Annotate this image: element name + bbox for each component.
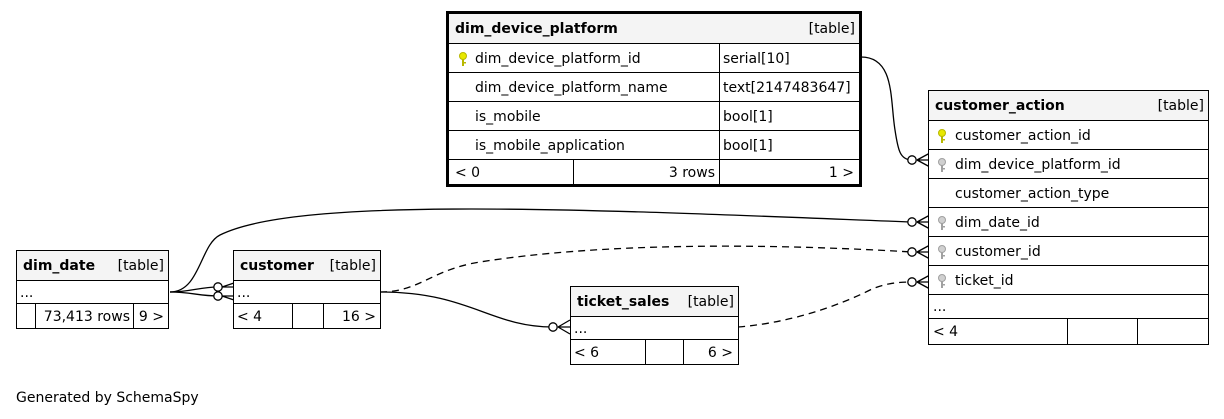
zero-marker-6: [213, 291, 223, 301]
column-row[interactable]: dim_device_platform_id serial[10]: [449, 43, 859, 73]
row-count: 73,413 rows: [43, 308, 130, 325]
column-row[interactable]: ticket_id: [929, 265, 1208, 295]
table-footer: 73,413 rows 9 >: [17, 303, 168, 329]
ellipsis-row: ...: [571, 316, 738, 340]
zero-marker-1: [907, 155, 917, 165]
column-name: dim_device_platform_id: [475, 50, 641, 67]
zero-marker-5: [213, 282, 223, 292]
parents-link[interactable]: < 0: [455, 164, 481, 181]
table-type: [table]: [687, 293, 734, 310]
crowfoot-2: [916, 214, 931, 230]
primary-key-icon: [457, 44, 469, 73]
crowfoot-1: [916, 152, 931, 168]
column-name: ticket_id: [955, 272, 1014, 289]
table-name: dim_date: [23, 257, 96, 274]
children-link[interactable]: 9 >: [138, 308, 164, 325]
table-footer: < 4 16 >: [234, 303, 380, 329]
column-name: dim_date_id: [955, 214, 1040, 231]
parents-link[interactable]: < 4: [237, 308, 263, 325]
table-type: [table]: [808, 20, 855, 37]
zero-marker-4: [907, 277, 917, 287]
children-link[interactable]: 6 >: [707, 344, 733, 361]
parents-link[interactable]: [20, 304, 34, 329]
ellipsis-text: ...: [574, 320, 588, 337]
column-name: customer_action_type: [955, 185, 1110, 202]
foreign-key-icon: [936, 208, 948, 237]
table-footer: < 6 6 >: [571, 339, 738, 365]
column-name: dim_device_platform_id: [955, 156, 1121, 173]
crowfoot-4: [916, 274, 931, 290]
table-type: [table]: [329, 257, 376, 274]
table-header: customer_action [table]: [929, 91, 1208, 120]
table-type: [table]: [117, 257, 164, 274]
column-row[interactable]: dim_device_platform_name text[2147483647…: [449, 72, 859, 102]
foreign-key-icon: [936, 150, 948, 179]
children-link[interactable]: 16 >: [342, 308, 376, 325]
table-ticket-sales[interactable]: ticket_sales [table] ... < 6 6 >: [570, 286, 739, 365]
crowfoot-5: [221, 282, 235, 301]
table-header: dim_device_platform [table]: [449, 14, 859, 43]
foreign-key-icon: [936, 237, 948, 266]
ellipsis-row: ...: [234, 280, 380, 304]
table-header: customer [table]: [234, 251, 380, 280]
column-name: is_mobile_application: [475, 137, 625, 154]
zero-marker-7: [548, 322, 558, 332]
relation-dim-date-customer-b: [169, 291, 219, 297]
ellipsis-text: ...: [20, 284, 34, 301]
primary-key-icon: [936, 121, 948, 150]
column-name: is_mobile: [475, 108, 541, 125]
column-row[interactable]: customer_action_id: [929, 120, 1208, 150]
column-row[interactable]: is_mobile_application bool[1]: [449, 130, 859, 160]
column-row[interactable]: customer_action_type: [929, 178, 1208, 208]
column-row[interactable]: is_mobile bool[1]: [449, 101, 859, 131]
children-link[interactable]: 1 >: [828, 164, 854, 181]
relation-dim-date-action: [169, 208, 913, 293]
row-count: [645, 340, 679, 365]
relation-dim-date-customer-a: [169, 286, 219, 293]
ellipsis-text: ...: [933, 299, 947, 315]
ellipsis-row: ...: [17, 280, 168, 304]
relation-device-platform: [860, 56, 913, 161]
ellipsis-text: ...: [237, 284, 251, 301]
table-footer: < 4: [929, 318, 1208, 345]
parents-link[interactable]: < 6: [574, 344, 600, 361]
table-name: dim_device_platform: [455, 20, 618, 37]
table-name: customer: [240, 257, 314, 274]
table-name: ticket_sales: [577, 293, 670, 310]
column-name: customer_id: [955, 243, 1041, 260]
table-dim-device-platform[interactable]: dim_device_platform [table] dim_device_p…: [446, 11, 862, 187]
column-datatype: text[2147483647]: [723, 79, 851, 96]
foreign-key-icon: [936, 266, 948, 295]
zero-marker-3: [907, 247, 917, 257]
crowfoot-6: [557, 319, 571, 335]
column-name: customer_action_id: [955, 127, 1091, 144]
row-count: 3 rows: [668, 164, 715, 181]
relation-customer-ticket: [379, 291, 554, 328]
row-count: [292, 304, 319, 329]
column-row[interactable]: customer_id: [929, 236, 1208, 266]
zero-marker-2: [907, 217, 917, 227]
column-datatype: bool[1]: [723, 137, 773, 154]
column-datatype: bool[1]: [723, 108, 773, 125]
table-footer: < 0 3 rows 1 >: [449, 159, 859, 185]
table-dim-date[interactable]: dim_date [table] ... 73,413 rows 9 >: [16, 250, 169, 329]
table-type: [table]: [1157, 97, 1204, 114]
table-customer[interactable]: customer [table] ... < 4 16 >: [233, 250, 381, 329]
ellipsis-row: ...: [929, 294, 1208, 319]
crowfoot-3: [916, 244, 931, 260]
column-row[interactable]: dim_device_platform_id: [929, 149, 1208, 179]
column-datatype: serial[10]: [723, 50, 790, 67]
table-header: ticket_sales [table]: [571, 287, 738, 316]
row-count: [1067, 319, 1133, 345]
relation-ticket-action: [737, 281, 913, 328]
generated-by-label: Generated by SchemaSpy: [16, 390, 199, 406]
parents-link[interactable]: < 4: [933, 324, 959, 340]
children-link[interactable]: [1137, 319, 1203, 345]
table-name: customer_action: [935, 97, 1065, 114]
table-customer-action[interactable]: customer_action [table] customer_action_…: [928, 90, 1209, 345]
table-header: dim_date [table]: [17, 251, 168, 280]
column-row[interactable]: dim_date_id: [929, 207, 1208, 237]
column-name: dim_device_platform_name: [475, 79, 668, 96]
